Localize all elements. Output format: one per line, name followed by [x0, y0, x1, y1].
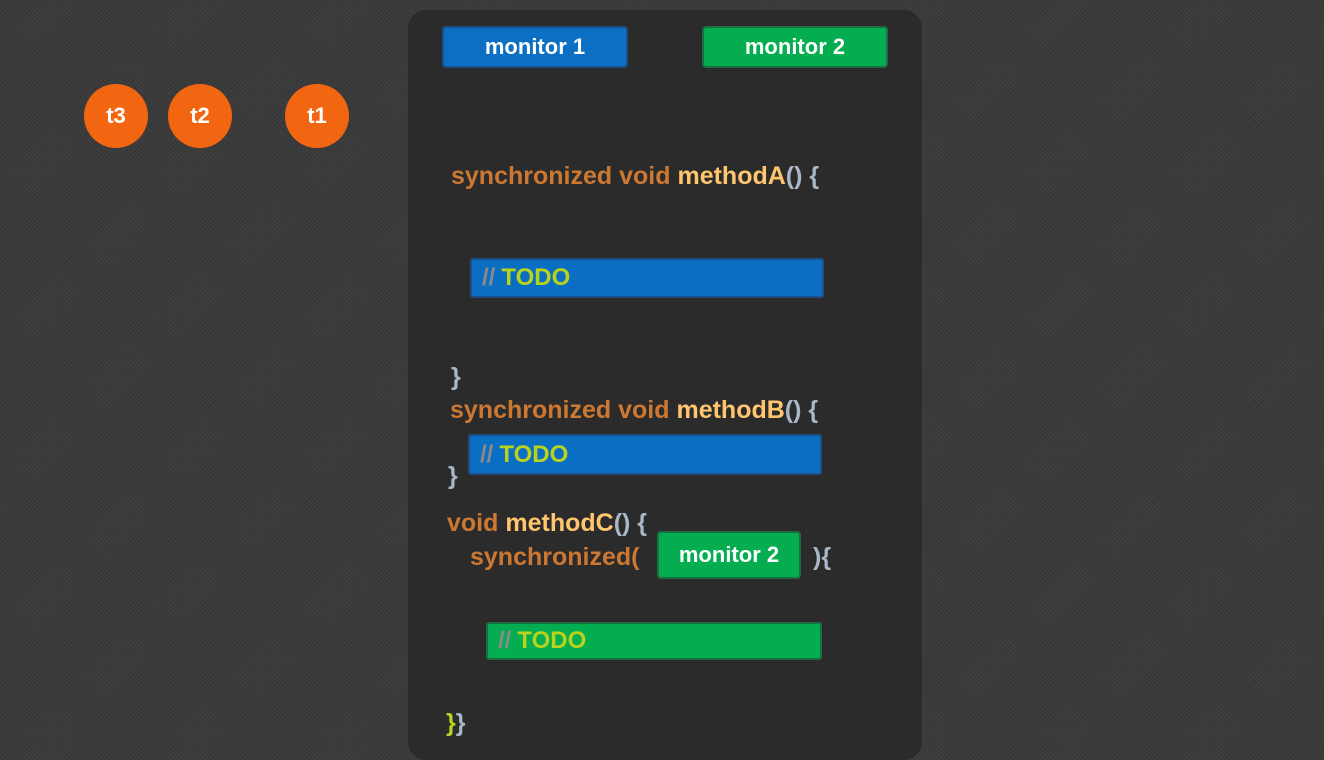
method-c-signature: void methodC() { — [447, 509, 648, 537]
monitor-1-label: monitor 1 — [442, 26, 628, 68]
method-b-close-brace: } — [448, 462, 458, 490]
synchronized-block-close-paren: ){ — [813, 543, 832, 571]
synchronized-block-start: synchronized( — [470, 543, 640, 571]
method-a-body: //TODO — [470, 258, 824, 298]
method-c-sync-body: //TODO — [486, 622, 822, 660]
monitor-2-label: monitor 2 — [702, 26, 888, 68]
thread-t3: t3 — [84, 84, 148, 148]
thread-t2: t2 — [168, 84, 232, 148]
method-b-signature: synchronized void methodB() { — [450, 396, 819, 424]
code-panel: monitor 1 monitor 2 synchronized void me… — [408, 10, 922, 760]
synchronized-lock-monitor-2: monitor 2 — [657, 531, 801, 579]
thread-t1: t1 — [285, 84, 349, 148]
method-a-close-brace: } — [451, 363, 461, 391]
method-c-close-braces: }} — [446, 709, 466, 737]
method-a-signature: synchronized void methodA() { — [451, 162, 820, 190]
method-b-body: //TODO — [468, 434, 822, 475]
